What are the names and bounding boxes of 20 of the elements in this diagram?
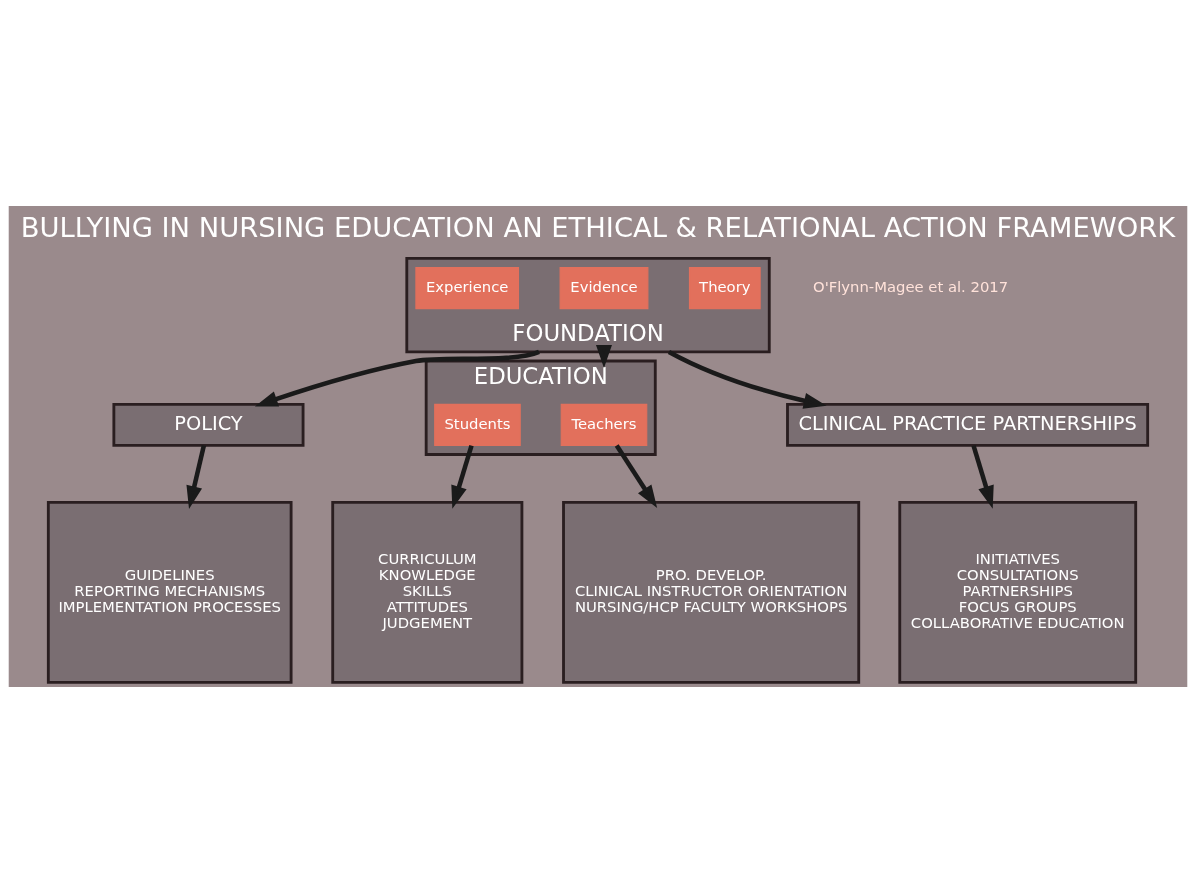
arrow — [186, 445, 207, 509]
arrow — [667, 349, 827, 409]
node-box: Theory — [688, 267, 761, 310]
arrow — [614, 444, 658, 508]
arrow — [254, 349, 540, 407]
node-box: CLINICAL PRACTICE PARTNERSHIPS — [786, 402, 1150, 447]
node-box: GUIDELINES REPORTING MECHANISMS IMPLEMENTATION PROCESSES — [46, 500, 293, 684]
node-box: INITIATIVES CONSULTATIONS PARTNERSHIPS FOCUS GROUPS COLLABORATIVE EDUCATION — [898, 500, 1138, 684]
node-box: Teachers — [560, 403, 648, 446]
arrow — [971, 444, 994, 509]
diagram-title: BULLYING IN NURSING EDUCATION AN ETHICAL & RELATIONAL ACTION FRAMEWORK — [20, 212, 1176, 243]
node-box: PRO. DEVELOP. CLINICAL INSTRUCTOR ORIENTATION NURSING/HCP FACULTY WORKSHOPS — [562, 500, 861, 684]
node-box: POLICY — [112, 402, 305, 447]
arrow — [451, 444, 474, 509]
arrow — [596, 345, 612, 368]
node-box: CURRICULUM KNOWLEDGE SKILLS ATTITUDES JUDGEMENT — [331, 500, 524, 684]
node-box: Experience — [415, 267, 520, 310]
label: O'Flynn-Magee et al. 2017 — [813, 277, 1009, 295]
node-box: Evidence — [559, 267, 649, 310]
node-box: Students — [434, 403, 521, 446]
